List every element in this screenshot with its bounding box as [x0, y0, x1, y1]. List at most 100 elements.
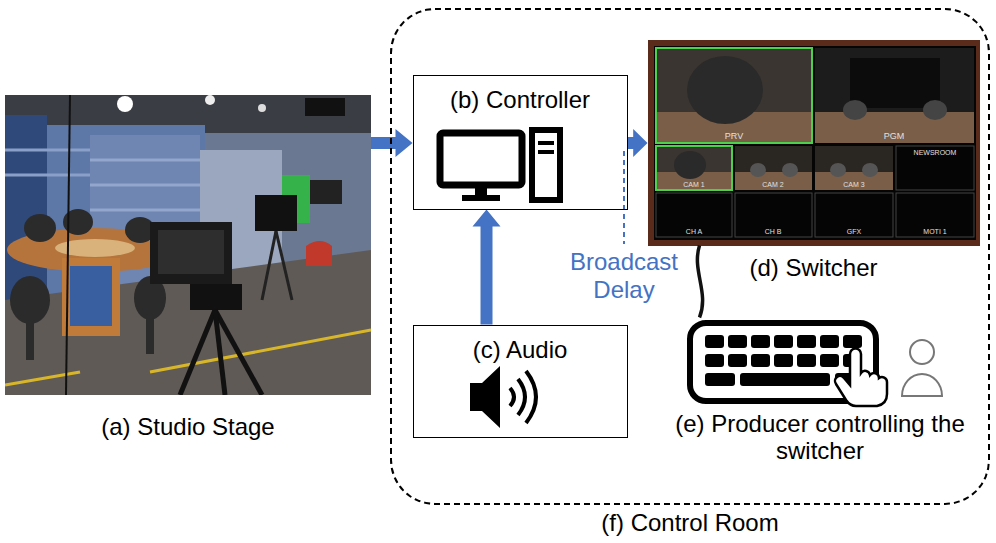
person-icon [910, 340, 934, 364]
delay-label: Broadcast Delay [558, 248, 690, 303]
studio-photo [117, 96, 133, 112]
keyboard-icon [820, 335, 839, 348]
studio-photo [24, 214, 56, 242]
switcher-monitor [896, 146, 974, 190]
flow-arrow [473, 210, 501, 325]
keyboard-icon [843, 335, 862, 348]
studio-photo [158, 230, 224, 274]
keyboard-icon [705, 354, 724, 367]
multiview-label: PGM [854, 131, 934, 141]
broadcast-delay-leader [623, 151, 625, 244]
studio-photo [26, 320, 34, 360]
switcher-monitor [656, 48, 812, 143]
switcher-monitor [687, 56, 763, 124]
studio-photo [276, 231, 292, 300]
studio-photo [10, 276, 50, 324]
multiview-label: NEWSROOM [895, 149, 975, 157]
studio-photo [255, 195, 297, 231]
computer-icon [440, 133, 522, 185]
switcher-monitor [815, 172, 893, 190]
node-label: (c) Audio [414, 336, 627, 364]
studio-photo [258, 104, 266, 112]
studio-photo [310, 180, 342, 204]
multiview-label: CH B [733, 228, 813, 236]
speaker-icon [526, 371, 536, 423]
switcher-monitor [815, 146, 893, 190]
switcher-monitor [862, 163, 878, 177]
switcher-monitor [815, 193, 893, 237]
multiview-label: MOTI 1 [895, 228, 975, 236]
studio-photo [215, 310, 262, 395]
studio-photo [205, 95, 215, 105]
studio-photo [70, 266, 112, 326]
studio-photo [90, 184, 200, 187]
multiview-label: CAM 3 [814, 181, 894, 189]
computer-icon [475, 186, 487, 196]
audio-box: (c) Audio [413, 325, 628, 438]
switcher-monitor [648, 40, 980, 246]
studio-photo [306, 241, 332, 266]
keyboard-icon [690, 323, 887, 406]
studio-photo [66, 95, 70, 395]
keyboard-icon [705, 335, 724, 348]
switcher-monitor [656, 48, 812, 143]
studio-photo [5, 149, 90, 152]
switcher-monitor-node: (d) Switcher [648, 40, 980, 246]
switcher-monitor [850, 58, 940, 108]
computer-icon [462, 195, 500, 201]
studio-photo [90, 209, 200, 212]
node-label: (a) Studio Stage [101, 413, 274, 441]
speaker-icon [470, 366, 536, 428]
keyboard-icon [835, 349, 887, 406]
studio-photo [215, 310, 225, 395]
studio-photo [180, 310, 215, 395]
studio-photo [150, 222, 232, 284]
speaker-icon [518, 379, 525, 415]
keyboard-icon [705, 373, 735, 386]
multiview-label: CAM 1 [654, 181, 734, 189]
speaker-icon [510, 388, 514, 406]
node-label: (f) Control Room [601, 509, 778, 537]
studio-photo [146, 318, 154, 354]
computer-icon [440, 130, 560, 201]
studio-photo [5, 174, 90, 177]
keyboard-icon [774, 335, 793, 348]
node-label: (e) Producer controlling the switcher [660, 410, 981, 465]
switcher-monitor [674, 151, 706, 179]
switcher-monitor [815, 112, 974, 143]
studio-photo-node: (a) Studio Stage [5, 95, 371, 395]
switcher-monitor [923, 100, 947, 120]
keyboard-cable [697, 246, 702, 318]
flow-arrow [628, 129, 648, 157]
node-label: (d) Switcher [749, 254, 877, 282]
studio-photo [190, 284, 242, 310]
studio-photo [90, 159, 200, 162]
computer-icon [532, 130, 560, 200]
keyboard-icon [728, 354, 747, 367]
person-icon [902, 374, 942, 396]
switcher-monitor [782, 163, 798, 177]
computer-icon [538, 150, 554, 154]
control-room-region: (f) Control Room(b) Controller(d) Switch… [390, 8, 990, 505]
studio-photo [5, 95, 371, 395]
multiview-label: PRV [694, 131, 774, 141]
controller-box: (b) Controller [413, 75, 628, 210]
node-label: (b) Controller [414, 86, 627, 114]
switcher-monitor [648, 40, 980, 246]
multiview-label: GFX [814, 228, 894, 236]
studio-photo [305, 98, 345, 116]
studio-photo [62, 258, 120, 336]
switcher-monitor [654, 46, 976, 240]
person-icon [902, 340, 942, 396]
keyboard-icon [820, 354, 839, 367]
multiview-label: CH A [654, 228, 734, 236]
studio-photo [5, 372, 80, 385]
studio-photo [262, 231, 276, 300]
switcher-monitor [843, 100, 867, 120]
keyboard-icon [751, 354, 770, 367]
multiview-label: CAM 2 [733, 181, 813, 189]
switcher-monitor [830, 163, 846, 177]
keyboard-icon [797, 335, 816, 348]
keyboard-icon [797, 354, 816, 367]
